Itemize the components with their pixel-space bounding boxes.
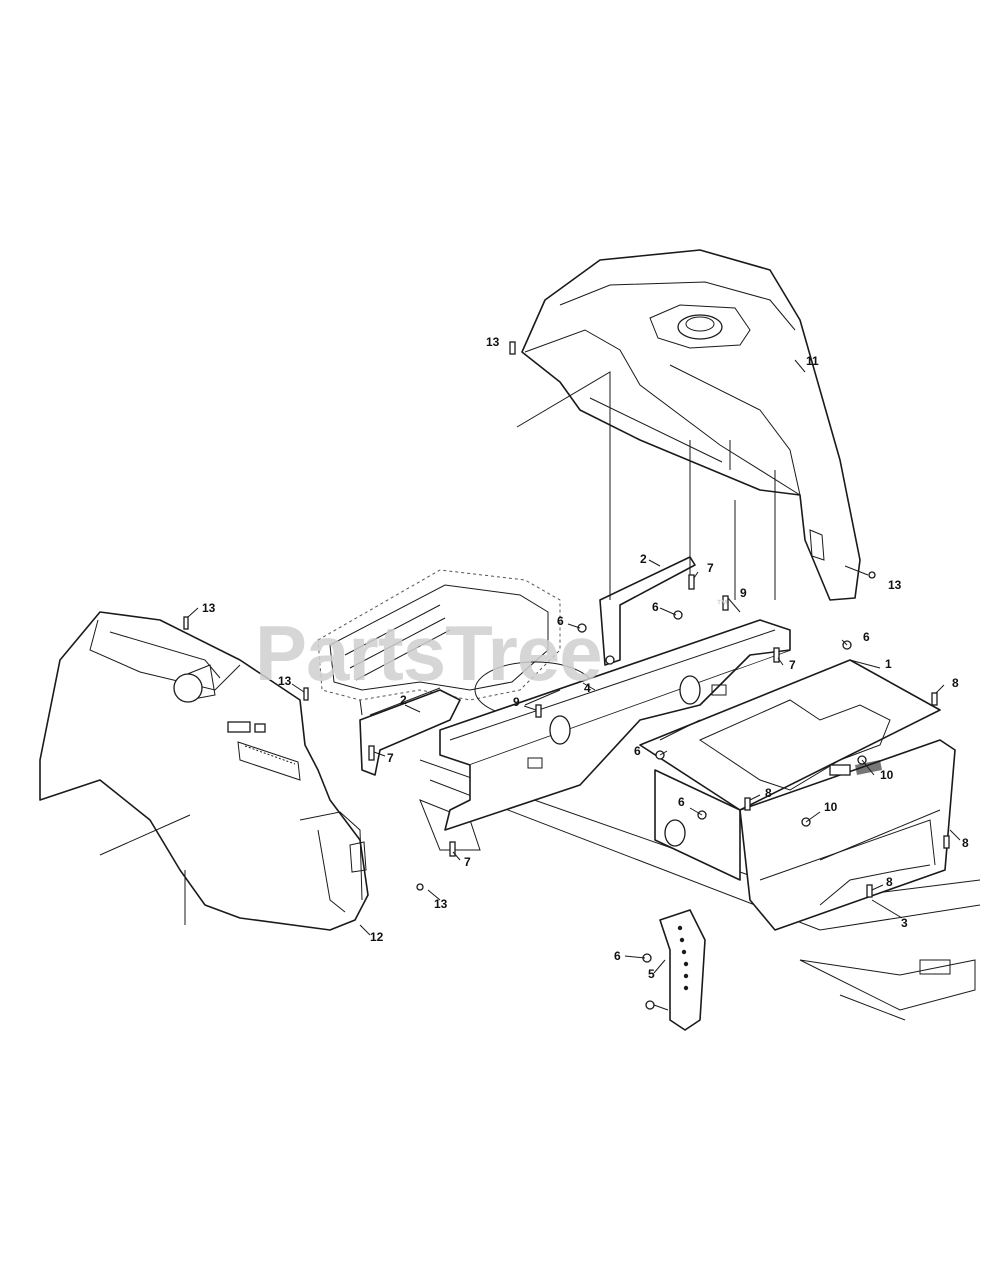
callout-7-b[interactable]: 7 xyxy=(789,658,796,672)
bolt-8-d[interactable] xyxy=(943,835,950,849)
callout-13-top[interactable]: 13 xyxy=(486,335,500,349)
callout-6-b[interactable]: 6 xyxy=(652,600,659,614)
leader-lines xyxy=(187,359,961,1011)
callout-11[interactable]: 11 xyxy=(806,354,819,368)
bolt-7-d[interactable] xyxy=(449,841,456,857)
callout-6-e[interactable]: 6 xyxy=(678,795,685,809)
callout-6-c[interactable]: 6 xyxy=(863,630,870,644)
screw-13-hood-mid[interactable] xyxy=(303,687,309,701)
callout-8-d[interactable]: 8 xyxy=(962,836,969,850)
callout-9-b[interactable]: 9 xyxy=(513,695,520,709)
watermark-text: PartsTree xyxy=(255,609,602,697)
bolt-7-c[interactable] xyxy=(368,745,375,761)
callout-13-hood-top[interactable]: 13 xyxy=(202,601,216,615)
part-12-hood[interactable] xyxy=(39,611,369,931)
nut-6-b[interactable] xyxy=(673,610,683,620)
bolt-8-a[interactable] xyxy=(931,692,938,706)
callout-10-a[interactable]: 10 xyxy=(880,768,894,782)
callout-5[interactable]: 5 xyxy=(648,967,655,981)
callout-2-upper[interactable]: 2 xyxy=(640,552,647,566)
callout-2-left[interactable]: 2 xyxy=(400,693,407,707)
callout-6-f[interactable]: 6 xyxy=(614,949,621,963)
callouts: 11 13 13 13 13 13 2 2 1 3 4 5 6 6 6 6 6 … xyxy=(202,335,969,981)
screw-13-top[interactable] xyxy=(509,341,516,355)
callout-6-a[interactable]: 6 xyxy=(557,614,564,628)
callout-8-a[interactable]: 8 xyxy=(952,676,959,690)
bolt-7-a[interactable] xyxy=(688,574,695,590)
watermark-trademark: ™ xyxy=(716,597,728,611)
bolt-9-a[interactable] xyxy=(722,595,729,611)
bolt-8-c[interactable] xyxy=(866,884,873,898)
screw-13-right[interactable] xyxy=(868,571,876,579)
callout-10-b[interactable]: 10 xyxy=(824,800,838,814)
screw-13-hood-top[interactable] xyxy=(183,616,189,630)
bolt-9-b[interactable] xyxy=(535,704,542,718)
bolt-7-b[interactable] xyxy=(773,647,780,663)
callout-4[interactable]: 4 xyxy=(584,681,591,695)
callout-13-hood-bottom[interactable]: 13 xyxy=(434,897,448,911)
part-1-floor-plate[interactable] xyxy=(639,659,941,881)
part-11-rear-fender[interactable] xyxy=(521,249,861,601)
part-4-frame[interactable] xyxy=(439,619,791,831)
part-2-bracket-left[interactable] xyxy=(359,687,461,776)
callout-6-d[interactable]: 6 xyxy=(634,744,641,758)
callout-3[interactable]: 3 xyxy=(901,916,908,930)
bolt-8-b[interactable] xyxy=(744,797,751,811)
callout-1[interactable]: 1 xyxy=(885,657,892,671)
watermark: PartsTree ™ xyxy=(255,597,728,697)
callout-7-a[interactable]: 7 xyxy=(707,561,714,575)
nut-5-bottom[interactable] xyxy=(645,1000,655,1010)
nut-13-hood-bottom[interactable] xyxy=(416,883,424,891)
callout-8-c[interactable]: 8 xyxy=(886,875,893,889)
callout-13-hood-mid[interactable]: 13 xyxy=(278,674,292,688)
callout-8-b[interactable]: 8 xyxy=(765,786,772,800)
part-5-adjustment-plate[interactable] xyxy=(659,909,706,1031)
callout-7-c[interactable]: 7 xyxy=(387,751,394,765)
callout-7-d[interactable]: 7 xyxy=(464,855,471,869)
nut-6-a[interactable] xyxy=(577,623,587,633)
callout-9-a[interactable]: 9 xyxy=(740,586,747,600)
callout-12[interactable]: 12 xyxy=(370,930,384,944)
callout-13-right[interactable]: 13 xyxy=(888,578,902,592)
